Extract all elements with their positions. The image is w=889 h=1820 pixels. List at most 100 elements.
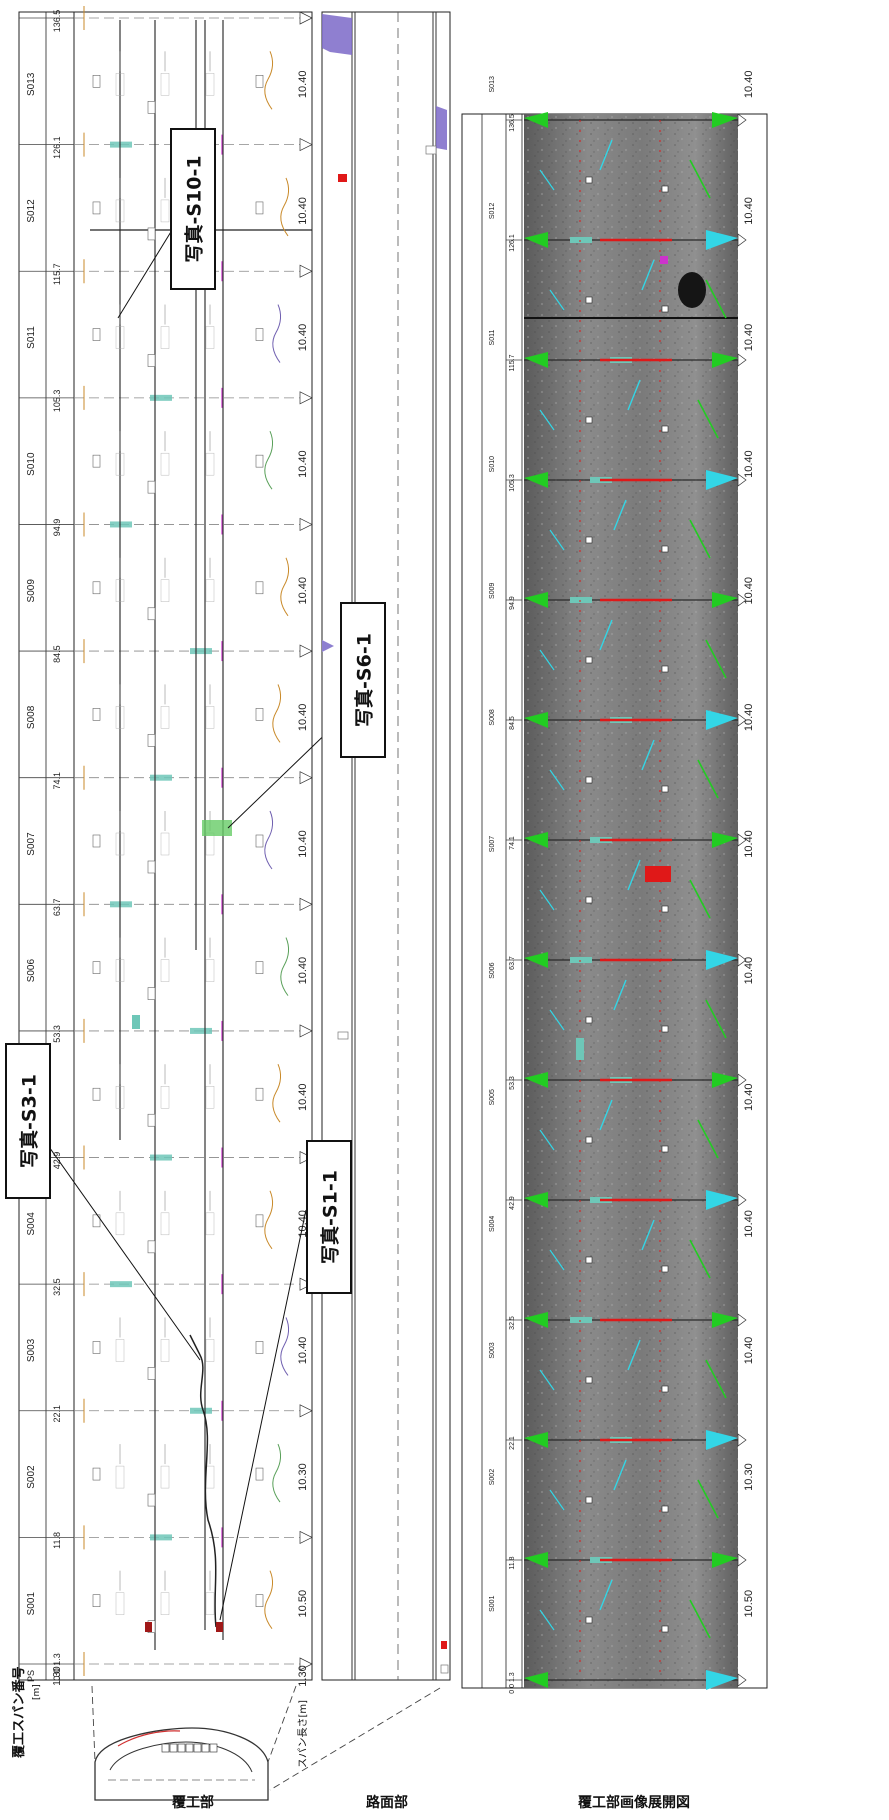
image-green-fan-right <box>712 592 738 608</box>
image-green-fan-right <box>712 1072 738 1088</box>
image-grid-marker <box>661 1505 669 1513</box>
span-length-label: 10.40 <box>297 71 309 99</box>
image-span-label: S012 <box>489 203 496 219</box>
image-green-crack <box>705 1359 727 1399</box>
image-joint-fan <box>737 593 747 607</box>
image-grid-marker <box>585 656 593 664</box>
image-cyan-fan-right <box>706 710 738 730</box>
image-green-crack <box>697 759 719 799</box>
crack-scribble <box>280 1317 290 1376</box>
image-green-crack <box>689 519 711 559</box>
station-mark-label: 126.1 <box>52 136 62 159</box>
image-cyan-crack <box>627 859 641 891</box>
image-green-crack <box>689 159 711 199</box>
inspection-tag <box>147 480 156 494</box>
image-grid-marker <box>585 416 593 424</box>
inspection-tag <box>255 834 264 848</box>
crack-scribble <box>280 177 290 237</box>
annotation-text-block <box>205 579 215 602</box>
inspection-tag <box>92 1214 101 1228</box>
image-cyan-fan-right <box>706 950 738 970</box>
image-cyan-crack <box>549 1249 565 1271</box>
joint-fan-right <box>299 1530 313 1544</box>
inspection-tag <box>255 328 264 341</box>
image-station-label: 126.1 <box>509 234 516 252</box>
leader-s6-1 <box>227 719 341 829</box>
annotation-text-block <box>160 199 170 223</box>
image-cyan-crack <box>549 769 565 791</box>
span-length-label: 10.40 <box>297 830 309 858</box>
crack-scribble <box>264 1570 274 1629</box>
station-mark-label: 63.7 <box>52 899 62 917</box>
image-span-label: S007 <box>489 836 496 852</box>
image-cyan-crack <box>627 1339 641 1371</box>
annotation-text-block <box>160 73 170 96</box>
ps-label: PS <box>26 1670 36 1682</box>
inspection-tag <box>147 1493 156 1507</box>
span-number-label: S010 <box>26 452 37 476</box>
image-cyan-fan-right <box>706 470 738 490</box>
span-length-label: 10.30 <box>297 1463 309 1491</box>
image-grid-marker <box>585 896 593 904</box>
image-grid-marker <box>661 665 669 673</box>
image-green-fan-left <box>524 1312 548 1328</box>
image-cyan-crack <box>549 1009 565 1031</box>
image-cyan-crack <box>539 1369 555 1391</box>
span-length-label: 10.40 <box>297 1083 309 1111</box>
joint-fan-right <box>299 1657 313 1671</box>
image-grid-marker <box>585 1616 593 1624</box>
crack-scribble <box>280 557 290 617</box>
image-cyan-crack <box>599 139 613 171</box>
image-green-crack <box>705 639 727 679</box>
image-cyan-crack <box>599 1579 613 1611</box>
image-defect-marks <box>524 112 738 1690</box>
image-grid-marker <box>585 776 593 784</box>
image-station-label: 63.7 <box>509 956 516 970</box>
image-red-area <box>645 866 671 882</box>
annotation-text-block <box>160 1339 170 1362</box>
span-number-label: S004 <box>26 1212 37 1236</box>
inspection-tag <box>92 454 101 468</box>
image-green-fan-left <box>524 832 548 848</box>
image-span-length-label: 10.50 <box>743 1590 755 1618</box>
span-number-label: S002 <box>26 1465 37 1489</box>
photo-callout-s10-1-text: 写真-S10-1 <box>183 155 206 263</box>
span-number-heading: 覆工スパン番号 <box>12 1666 27 1758</box>
leader-s3-1 <box>29 1119 201 1361</box>
annotation-text-block <box>115 1339 125 1362</box>
joint-repair-band <box>150 1534 172 1541</box>
road-section-label: 路面部 <box>366 1795 408 1811</box>
image-green-fan-left <box>524 712 548 728</box>
photo-callout-s10-1: 写真-S10-1 <box>170 128 216 290</box>
image-green-crack <box>705 999 727 1039</box>
annotation-text-block <box>160 832 170 856</box>
image-green-fan-right <box>712 352 738 368</box>
image-green-fan-left <box>524 1552 548 1568</box>
image-cyan-crack <box>549 289 565 311</box>
inspection-tag <box>92 1467 101 1481</box>
image-green-fan-right <box>712 1552 738 1568</box>
image-grid-marker <box>585 296 593 304</box>
purple-area-top <box>322 14 352 55</box>
image-green-crack <box>689 879 711 919</box>
image-span-label: S013 <box>489 76 496 92</box>
annotation-text-block <box>115 579 125 602</box>
image-green-crack <box>705 279 727 319</box>
image-green-fan-left <box>524 472 548 488</box>
span-number-label: S006 <box>26 959 37 983</box>
image-cyan-fan-right <box>706 1670 738 1690</box>
inspection-tag <box>255 1594 264 1607</box>
annotation-text-block <box>115 1086 125 1109</box>
image-span-length-label: 10.40 <box>743 1337 755 1365</box>
leader-s1-1 <box>219 1209 307 1621</box>
span-number-label: S013 <box>26 72 37 96</box>
image-station-label: 32.5 <box>509 1316 516 1330</box>
image-cyan-crack <box>539 1129 555 1151</box>
crack-scribble <box>272 1064 282 1123</box>
inspection-tag <box>92 961 101 974</box>
station-mark-label: 53.3 <box>52 1025 62 1043</box>
station-mark-label: 74.1 <box>52 772 62 790</box>
joint-fan-right <box>299 391 313 405</box>
annotation-text-block <box>160 1465 170 1489</box>
image-joint-fan <box>737 953 747 967</box>
